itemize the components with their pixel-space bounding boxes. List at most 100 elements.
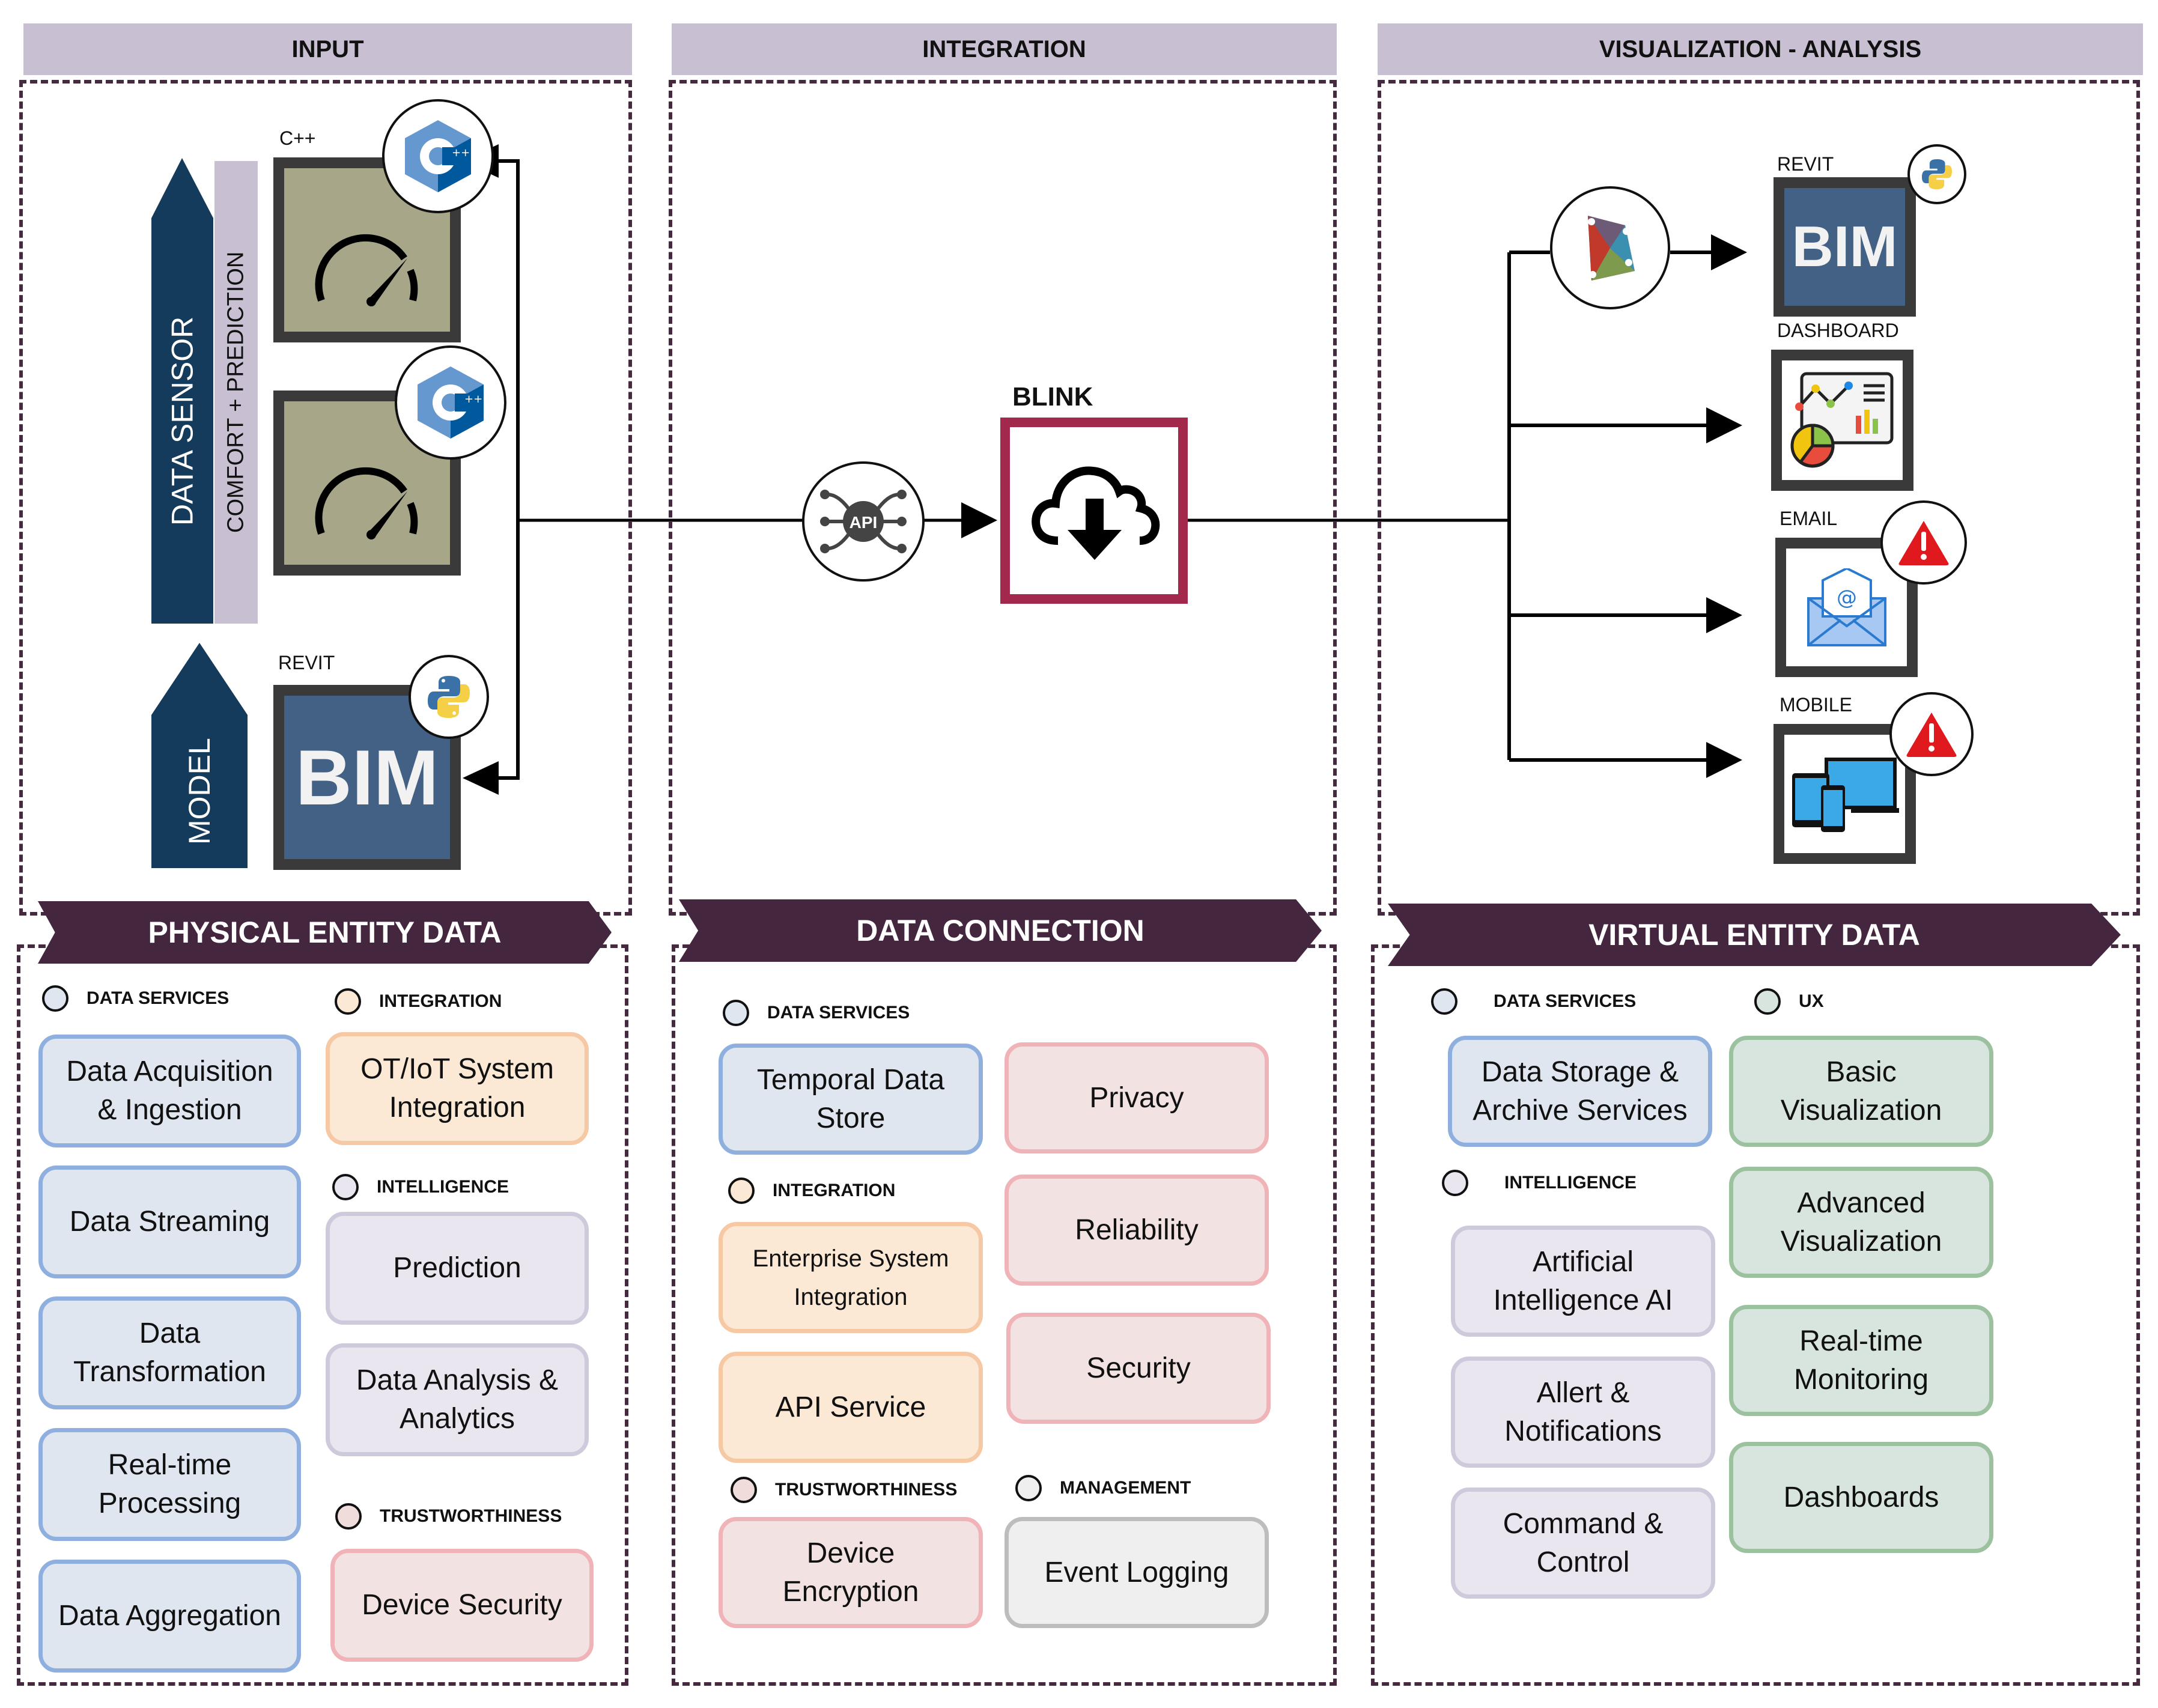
svg-text:API: API [850, 513, 878, 532]
integration-dot [728, 1178, 755, 1204]
card-advanced-visualization[interactable]: Advanced Visualization [1729, 1167, 1993, 1278]
dynamo-logo-icon [1588, 215, 1635, 281]
card-prediction[interactable]: Prediction [326, 1212, 589, 1325]
python-badge [409, 655, 489, 739]
card-dashboards[interactable]: Dashboards [1729, 1442, 1993, 1553]
mobile-warning-badge [1889, 692, 1974, 776]
card-ot-iot-integration[interactable]: OT/IoT System Integration [326, 1032, 589, 1145]
card-event-logging[interactable]: Event Logging [1005, 1517, 1269, 1628]
python-logo-icon [428, 676, 470, 718]
data-services-dot [723, 1000, 749, 1026]
intelligence-dot [332, 1174, 359, 1200]
api-hub: API [802, 461, 925, 582]
comfort-prediction-bar [214, 161, 258, 624]
dashboard-label: DASHBOARD [1777, 320, 1899, 341]
legend-trustworthiness: TRUSTWORTHINESS [335, 1503, 562, 1530]
data-services-dot [42, 985, 68, 1012]
cloud-download-icon [1032, 466, 1160, 560]
management-dot [1015, 1475, 1042, 1501]
email-warning-badge [1880, 500, 1967, 585]
header-integration: INTEGRATION [672, 23, 1337, 75]
dashboard-box[interactable] [1771, 350, 1913, 491]
vis-bim-box[interactable]: BIM [1774, 177, 1916, 317]
python-logo-icon [1922, 159, 1952, 189]
gauge-icon [315, 467, 418, 539]
card-data-aggregation[interactable]: Data Aggregation [38, 1560, 301, 1673]
arrow-to-email [1706, 597, 1742, 633]
cpp-badge-2: ++ [395, 345, 506, 460]
legend-integration: INTEGRATION [335, 988, 502, 1015]
integration-dot [335, 988, 361, 1015]
cpp-logo-icon: ++ [418, 366, 484, 439]
email-box[interactable]: @ [1775, 538, 1918, 677]
email-label: EMAIL [1780, 508, 1838, 529]
comfort-prediction-label: COMFORT + PREDICTION [223, 251, 249, 533]
card-security[interactable]: Security [1006, 1313, 1271, 1424]
mobile-label: MOBILE [1780, 694, 1852, 716]
card-device-security[interactable]: Device Security [330, 1549, 594, 1662]
header-visualization: VISUALIZATION - ANALYSIS [1378, 23, 2143, 75]
data-sensor-label: DATA SENSOR [165, 316, 199, 526]
cpp-label: C++ [279, 127, 316, 149]
svg-text:@: @ [1837, 586, 1857, 610]
email-envelope-icon: @ [1807, 568, 1886, 646]
card-real-time-processing[interactable]: Real-time Processing [38, 1428, 301, 1541]
svg-text:++: ++ [452, 147, 470, 159]
api-network-icon: API [820, 490, 907, 553]
mobile-box[interactable] [1774, 724, 1916, 864]
trustworthiness-dot [731, 1477, 757, 1503]
blink-box[interactable] [1000, 418, 1188, 604]
dynamo-badge [1550, 186, 1670, 309]
legend-conn-management: MANAGEMENT [1015, 1475, 1191, 1501]
card-data-analysis[interactable]: Data Analysis & Analytics [326, 1343, 589, 1456]
arrow-to-blink [961, 502, 997, 538]
card-data-transformation[interactable]: Data Transformation [38, 1296, 301, 1409]
card-api-service[interactable]: API Service [719, 1352, 983, 1463]
dashboard-chart-icon [1790, 372, 1893, 468]
visualization-panel [1378, 80, 2140, 916]
card-reliability[interactable]: Reliability [1005, 1175, 1269, 1286]
arrow-to-revit [1711, 234, 1747, 270]
card-artificial-intelligence[interactable]: Artificial Intelligence AI [1451, 1226, 1715, 1337]
card-command-control[interactable]: Command & Control [1451, 1488, 1715, 1599]
ux-dot [1754, 988, 1781, 1015]
legend-data-services: DATA SERVICES [42, 985, 229, 1012]
legend-virt-ux: UX [1754, 988, 1824, 1015]
svg-text:++: ++ [464, 393, 482, 406]
model-label: MODEL [183, 738, 216, 845]
card-enterprise-system-integration[interactable]: Enterprise System Integration [719, 1222, 983, 1333]
card-data-streaming[interactable]: Data Streaming [38, 1166, 301, 1278]
vis-python-badge [1907, 144, 1966, 204]
trustworthiness-dot [335, 1503, 362, 1530]
legend-virt-intelligence: INTELLIGENCE [1442, 1170, 1637, 1196]
data-sensor-arrow [151, 158, 213, 624]
legend-conn-data-services: DATA SERVICES [723, 1000, 910, 1026]
card-privacy[interactable]: Privacy [1005, 1042, 1269, 1153]
blink-label: BLINK [1012, 382, 1093, 412]
intelligence-dot [1442, 1170, 1468, 1196]
sensor-box-1 [273, 157, 461, 342]
data-services-dot [1431, 988, 1457, 1015]
card-alert-notifications[interactable]: Allert & Notifications [1451, 1357, 1715, 1468]
legend-virt-data-services: DATA SERVICES [1431, 988, 1636, 1015]
legend-conn-integration: INTEGRATION [728, 1178, 895, 1204]
card-data-storage-archive[interactable]: Data Storage & Archive Services [1448, 1036, 1712, 1147]
model-arrow [151, 643, 248, 868]
card-device-encryption[interactable]: Device Encryption [719, 1517, 983, 1628]
gauge-icon [315, 234, 418, 306]
cpp-badge-1: ++ [382, 99, 494, 213]
banner-virtual-entity-data: VIRTUAL ENTITY DATA [1388, 904, 2121, 966]
devices-icon [1792, 757, 1899, 832]
card-data-acquisition[interactable]: Data Acquisition & Ingestion [38, 1035, 301, 1147]
card-basic-visualization[interactable]: Basic Visualization [1729, 1036, 1993, 1147]
warning-icon [1898, 521, 1949, 565]
banner-data-connection: DATA CONNECTION [679, 899, 1322, 962]
arrow-to-dashboard [1706, 407, 1742, 443]
legend-intelligence: INTELLIGENCE [332, 1174, 509, 1200]
cpp-logo-icon: ++ [405, 120, 471, 192]
card-real-time-monitoring[interactable]: Real-time Monitoring [1729, 1305, 1993, 1416]
vis-revit-label: REVIT [1777, 153, 1834, 175]
card-temporal-data-store[interactable]: Temporal Data Store [719, 1044, 983, 1155]
arrow-to-bim [463, 761, 499, 795]
